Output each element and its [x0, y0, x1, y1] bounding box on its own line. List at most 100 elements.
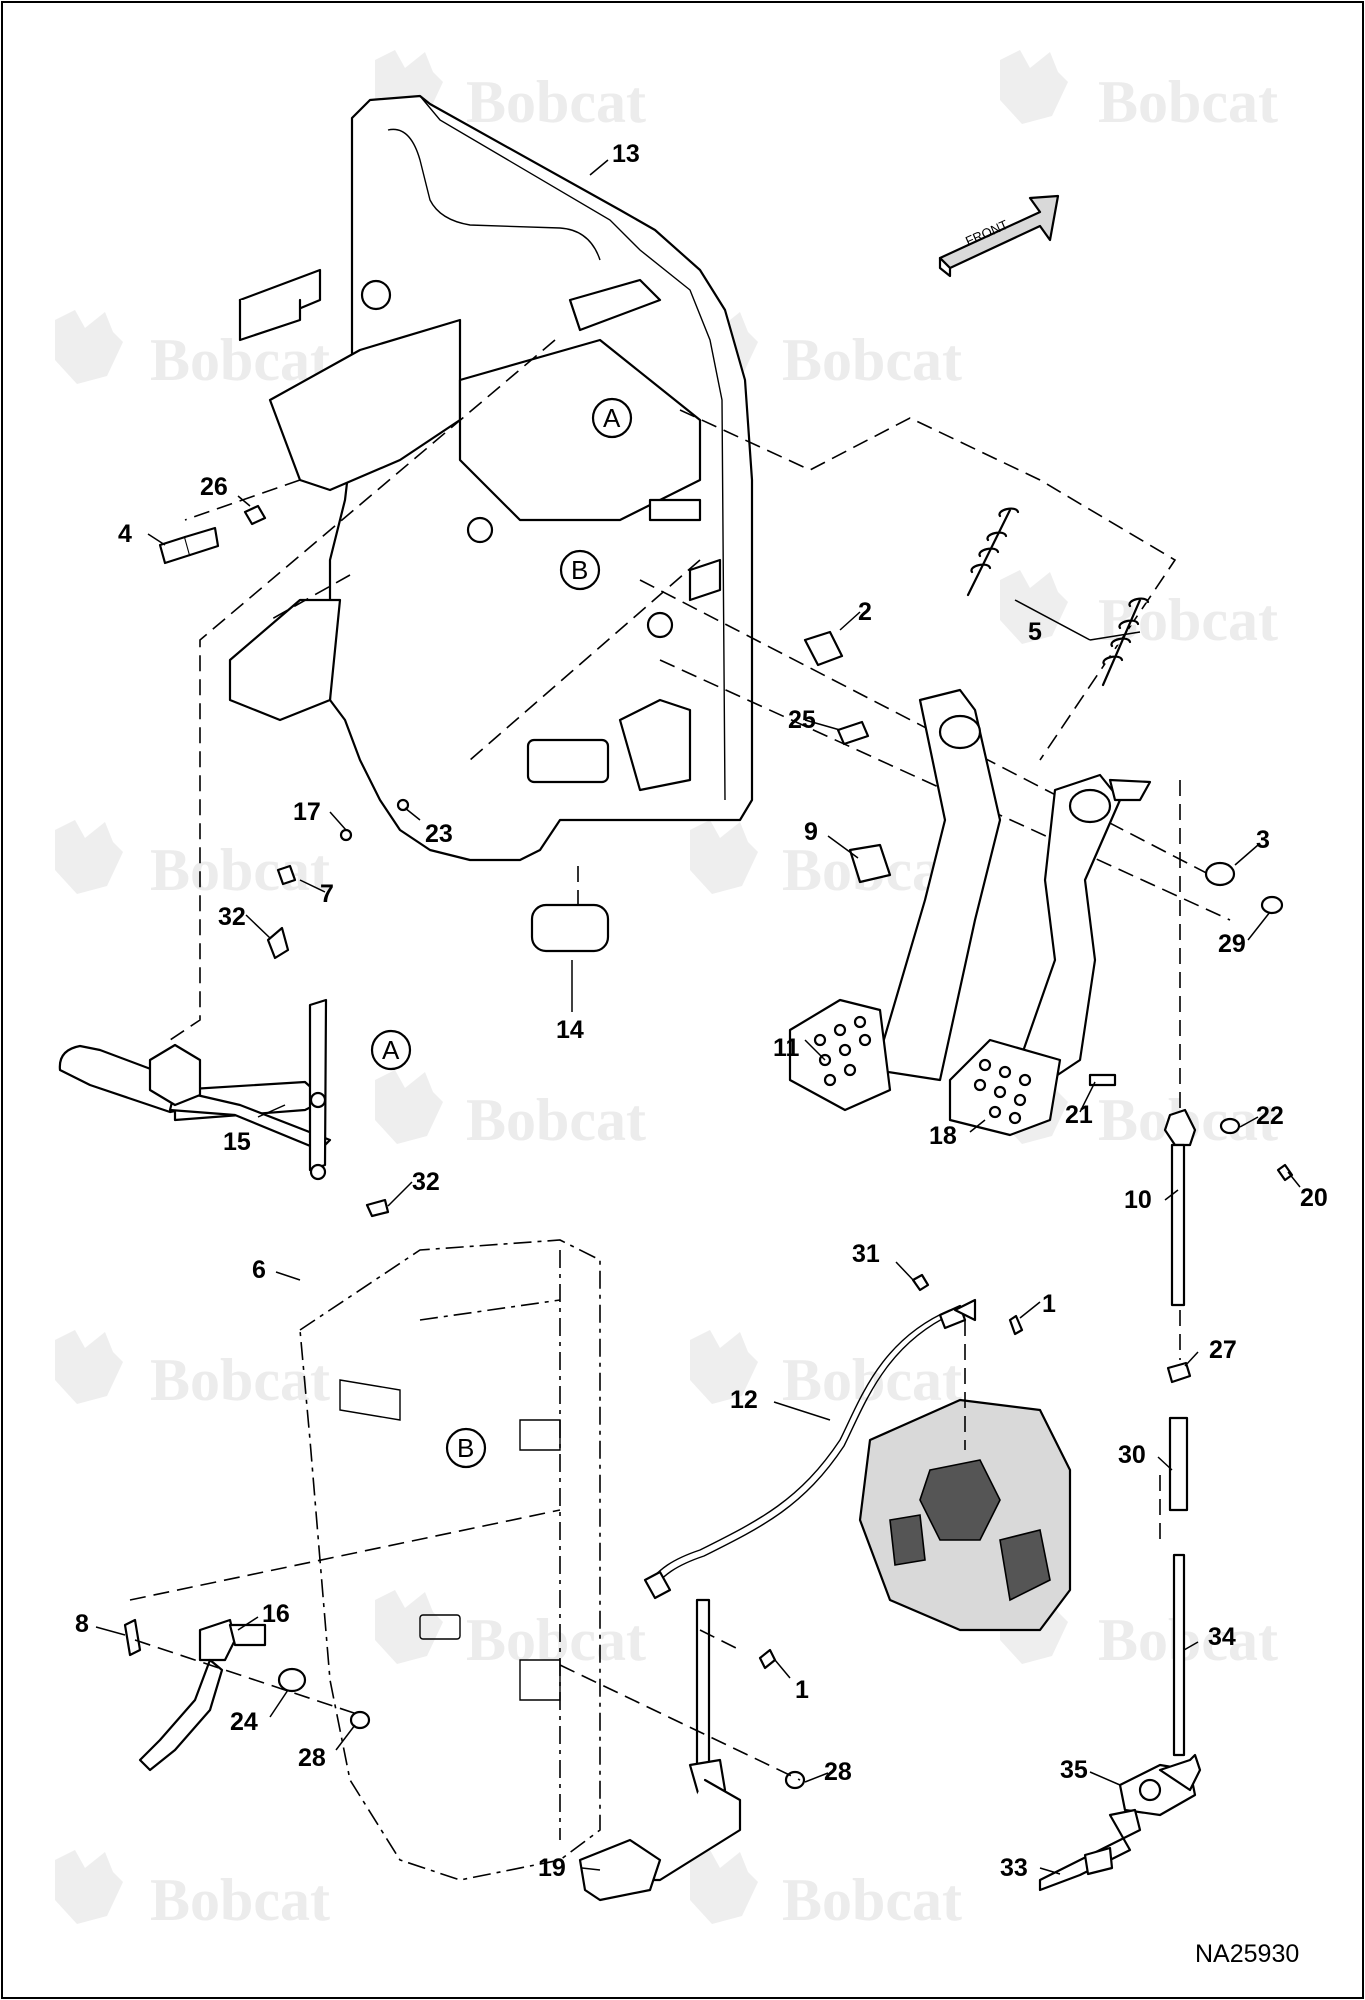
- callout-14: 14: [556, 1016, 584, 1044]
- callout-21: 21: [1065, 1101, 1093, 1129]
- pad-14: [530, 903, 610, 953]
- return-spring-5: [966, 507, 1150, 687]
- callout-24: 24: [230, 1708, 258, 1736]
- callout-34: 34: [1208, 1623, 1236, 1651]
- callout-16: 16: [262, 1600, 290, 1628]
- shaft-33: [1038, 1808, 1142, 1892]
- callout-9: 9: [804, 818, 818, 846]
- pin-20: [1276, 1163, 1294, 1182]
- washer-17: [339, 828, 353, 842]
- linkage-rod-stack: [1088, 1073, 1294, 1757]
- nut-27: [1166, 1361, 1192, 1384]
- washer-3: [1204, 861, 1236, 887]
- svg-text:B: B: [457, 1433, 474, 1463]
- spring-8: [123, 1618, 142, 1657]
- svg-text:Bobcat: Bobcat: [782, 327, 962, 393]
- callout-33: 33: [1000, 1854, 1028, 1882]
- cotter-1-upper: [1008, 1314, 1024, 1336]
- callout-5: 5: [1028, 618, 1042, 646]
- cotter-pin-32-lower: [365, 1198, 390, 1218]
- lower-frame-phantom: [299, 1239, 601, 1881]
- leader-lines: [95, 159, 1301, 1875]
- rod-34: [1172, 1553, 1186, 1757]
- clevis-10: [1163, 1108, 1197, 1147]
- watermark-11: Bobcat: [690, 1330, 962, 1413]
- watermark-5: Bobcat: [1000, 570, 1278, 653]
- callout-12: 12: [730, 1386, 758, 1414]
- callout-32-upper: 32: [218, 903, 246, 931]
- svg-text:A: A: [603, 403, 621, 433]
- callout-19: 19: [538, 1854, 566, 1882]
- watermark-7: Bobcat: [690, 820, 962, 903]
- callout-18: 18: [929, 1122, 957, 1150]
- ring-29: [1260, 895, 1284, 915]
- callout-22: 22: [1256, 1102, 1284, 1130]
- callout-28-right: 28: [824, 1758, 852, 1786]
- svg-text:Bobcat: Bobcat: [150, 1347, 330, 1413]
- pedal-rod-19: [695, 1598, 711, 1782]
- watermark-14: Bobcat: [55, 1850, 330, 1933]
- engine-inset: [858, 1398, 1072, 1632]
- bolt-4: [158, 535, 192, 565]
- reference-marker-B-upper: B: [559, 549, 601, 591]
- watermark-15: Bobcat: [690, 1850, 962, 1933]
- watermark-8: Bobcat: [375, 1070, 646, 1153]
- callout-13: 13: [612, 140, 640, 168]
- callout-3: 3: [1256, 826, 1270, 854]
- hand-lever-15: [58, 998, 332, 1181]
- watermark-2: Bobcat: [1000, 50, 1278, 135]
- callout-30: 30: [1118, 1441, 1146, 1469]
- svg-text:Bobcat: Bobcat: [782, 1347, 962, 1413]
- svg-text:Bobcat: Bobcat: [150, 1867, 330, 1933]
- reference-marker-B-lower: B: [445, 1427, 487, 1469]
- callout-25: 25: [788, 706, 816, 734]
- callout-29: 29: [1218, 930, 1246, 958]
- lever-assembly-16: [123, 1618, 371, 1772]
- callout-17: 17: [293, 798, 321, 826]
- callout-28-left: 28: [298, 1744, 326, 1772]
- pad-cutout: [526, 738, 610, 784]
- watermark-12: Bobcat: [375, 1590, 646, 1673]
- lower-lever-35: [1038, 1753, 1202, 1892]
- callout-35: 35: [1060, 1756, 1088, 1784]
- svg-text:A: A: [382, 1035, 400, 1065]
- cotter-1-lower: [758, 1648, 777, 1670]
- callout-32-lower: 32: [412, 1168, 440, 1196]
- svg-text:Bobcat: Bobcat: [466, 1087, 646, 1153]
- reference-marker-A-lower: A: [370, 1029, 412, 1071]
- bolt-21: [1088, 1073, 1117, 1087]
- coupler-30: [1168, 1416, 1189, 1512]
- callout-1-lower: 1: [795, 1676, 809, 1704]
- pedal-18: [948, 773, 1152, 1137]
- reference-marker-A-upper: A: [591, 397, 633, 439]
- pedal-pad-holes-11: [813, 1015, 872, 1087]
- link-rod-15: [308, 998, 328, 1172]
- callout-2: 2: [858, 598, 872, 626]
- pedal-pad-holes-18: [973, 1058, 1032, 1125]
- callout-15: 15: [223, 1128, 251, 1156]
- assembly-lines-lower: [129, 1310, 1181, 1781]
- callout-26: 26: [200, 473, 228, 501]
- svg-text:B: B: [571, 555, 588, 585]
- pedal-mount-frame-13: [228, 94, 754, 862]
- callout-labels: 13 26 4 2 5 25 17 23 7 9 3 29 32 14 11 1…: [75, 140, 1328, 1882]
- callout-20: 20: [1300, 1184, 1328, 1212]
- callout-4: 4: [118, 520, 132, 548]
- bushing-9: [848, 843, 892, 884]
- cotter-pin-32-upper: [266, 926, 290, 960]
- front-direction-arrow: FRONT: [938, 194, 1060, 278]
- callout-27: 27: [1209, 1336, 1237, 1364]
- bushing-2: [803, 630, 844, 667]
- washer-24: [277, 1667, 307, 1693]
- nut-26: [243, 504, 267, 526]
- svg-text:Bobcat: Bobcat: [1098, 1607, 1278, 1673]
- bolt-31: [911, 1273, 930, 1292]
- throttle-cable-12: [643, 1273, 1024, 1600]
- pivot-tube: [360, 279, 392, 311]
- washer-22: [1219, 1117, 1241, 1135]
- svg-text:Bobcat: Bobcat: [1098, 69, 1278, 135]
- callout-8: 8: [75, 1610, 89, 1638]
